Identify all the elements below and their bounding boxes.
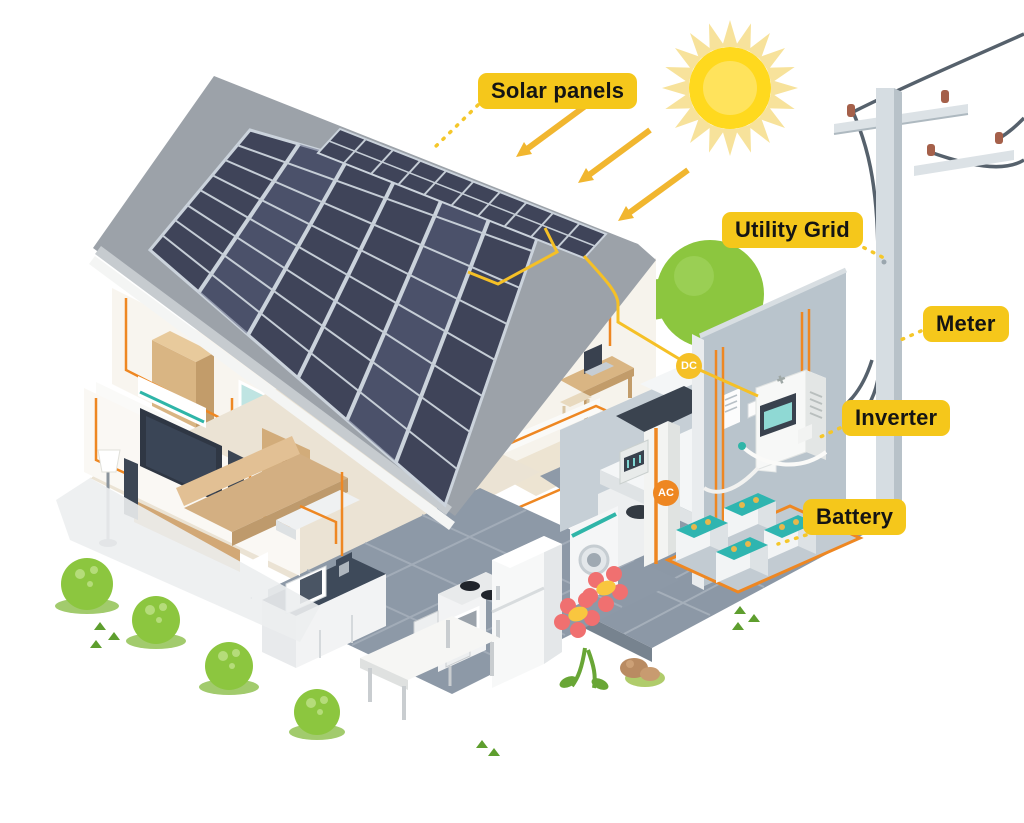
label-meter: Meter [923,306,1009,342]
battery-unit [724,493,776,539]
label-solar-panels: Solar panels [478,73,638,109]
bush [55,558,119,614]
solar-panel-array [147,128,547,508]
ac-wire-badge: AC [653,480,679,506]
battery-unit [716,537,768,583]
label-leaders [430,103,923,546]
label-battery: Battery [803,499,907,535]
grass-tufts [90,606,760,756]
sun-icon [662,20,798,156]
bush [289,689,345,740]
battery-unit [676,515,728,561]
dc-wire [467,227,759,398]
coffee-maker [336,552,352,586]
bushes [55,558,345,740]
refrigerator [491,536,562,688]
label-inverter: Inverter [842,400,951,436]
roof [89,76,656,531]
air-conditioner [138,376,206,428]
inverter-device [702,369,828,494]
label-utility-grid: Utility Grid [722,212,863,248]
sofa [176,436,348,546]
bush [199,642,259,695]
utility-pole [825,32,1024,534]
rocks [620,658,665,687]
electrical-panel [619,439,649,485]
laptop [584,344,614,376]
dc-wire-badge: DC [676,353,702,379]
bush [126,596,186,649]
range-hood [276,490,360,540]
flower [582,566,628,612]
dining-table [360,616,500,720]
solar-panel-array [316,127,608,260]
sunlight-arrows [516,101,690,221]
flowers [554,566,628,690]
